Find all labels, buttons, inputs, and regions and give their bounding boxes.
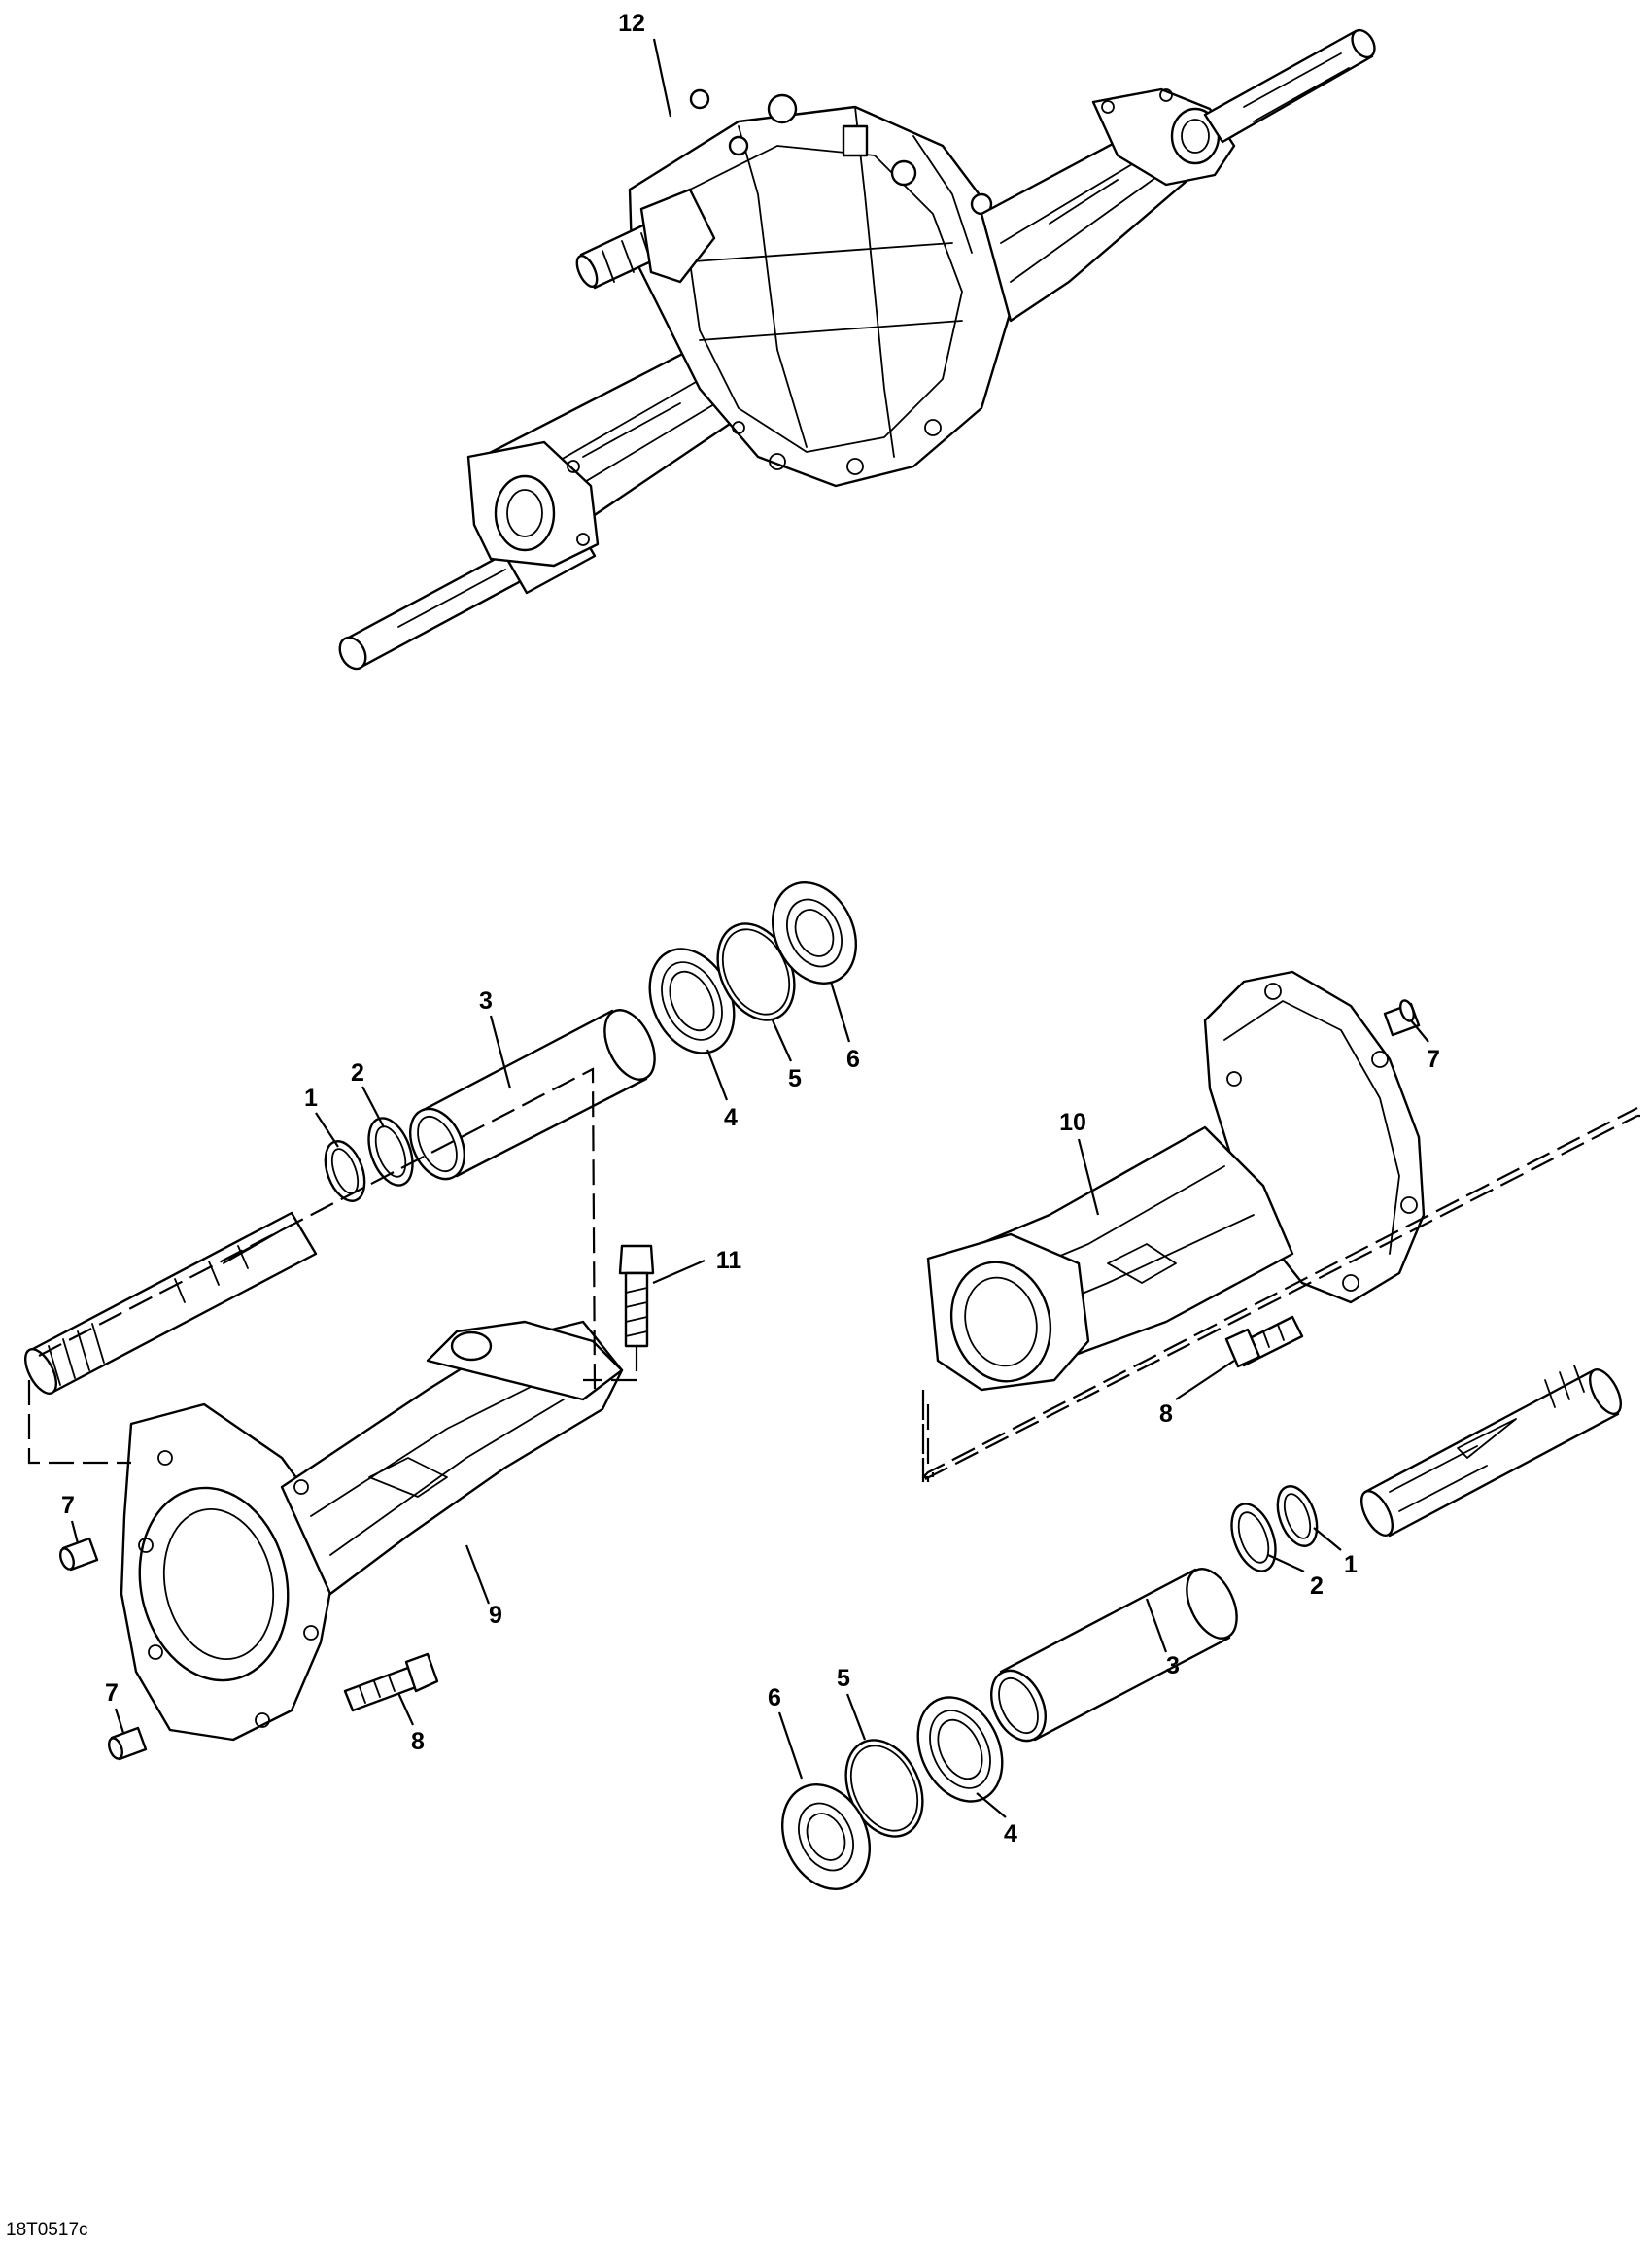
left-axle-housing — [120, 1320, 624, 1742]
right-axle-shaft — [1359, 1365, 1623, 1538]
callout-assembly-label: 12 — [618, 10, 645, 37]
callout-l11-label: 11 — [716, 1247, 742, 1274]
callout-r8-label: 8 — [1159, 1400, 1173, 1428]
left-housing-bolt — [618, 1244, 655, 1348]
right-dowel-pin — [1383, 999, 1421, 1037]
callout-l7b-leader — [114, 1708, 125, 1734]
right-flange-bolt — [1224, 1315, 1304, 1368]
callout-l2-label: 2 — [351, 1059, 364, 1087]
callout-r3-label: 3 — [1166, 1652, 1180, 1679]
left-dowel-pin-lower — [108, 1726, 148, 1761]
callout-l7b-label: 7 — [105, 1679, 119, 1707]
callout-r1-label: 1 — [1344, 1551, 1358, 1578]
callout-l5-leader — [771, 1019, 793, 1062]
callout-l3-leader — [489, 1015, 512, 1089]
callout-l1-label: 1 — [304, 1085, 318, 1112]
callout-l1-leader — [315, 1112, 339, 1148]
callout-r4-leader — [976, 1792, 1007, 1818]
callout-r5-label: 5 — [837, 1665, 850, 1692]
left-dowel-pin-upper — [59, 1537, 99, 1572]
callout-r7-leader — [1410, 1019, 1429, 1043]
callout-l2-leader — [361, 1086, 385, 1128]
callout-l8-leader — [396, 1692, 415, 1726]
right-oil-seal — [780, 1783, 872, 1890]
callout-assembly-leader — [652, 38, 672, 118]
callout-r10-leader — [1077, 1138, 1100, 1216]
right-assembly-path-tube — [926, 1404, 935, 1477]
figure-reference-code: 18T0517c — [6, 2220, 88, 2240]
right-axle-tube — [990, 1568, 1238, 1743]
callout-r10-label: 10 — [1059, 1109, 1086, 1136]
left-retaining-ring — [324, 1140, 366, 1202]
callout-r8-leader — [1175, 1360, 1235, 1400]
callout-r6-label: 6 — [768, 1684, 781, 1711]
callout-l9-leader — [465, 1544, 491, 1605]
left-flange-bolt — [343, 1652, 439, 1712]
callout-l6-label: 6 — [846, 1046, 860, 1073]
callout-l7a-leader — [70, 1520, 80, 1544]
right-bearing — [916, 1696, 1004, 1803]
callout-r2-leader — [1267, 1554, 1305, 1572]
callout-r7-label: 7 — [1427, 1046, 1440, 1073]
callout-r2-label: 2 — [1310, 1572, 1324, 1600]
right-spacer-ring — [1230, 1503, 1277, 1572]
right-axle-housing — [926, 970, 1426, 1392]
callout-l9-label: 9 — [489, 1602, 502, 1629]
right-retaining-ring — [1276, 1485, 1319, 1547]
left-axle-shaft — [23, 1211, 318, 1395]
callout-l5-label: 5 — [788, 1065, 802, 1092]
callout-l3-label: 3 — [479, 987, 493, 1015]
callout-r5-leader — [845, 1693, 867, 1741]
left-oil-seal — [771, 881, 858, 985]
callout-r1-leader — [1313, 1527, 1342, 1551]
callout-r4-label: 4 — [1004, 1820, 1017, 1848]
callout-l4-leader — [706, 1049, 729, 1101]
callout-r3-leader — [1145, 1598, 1168, 1653]
transmission-assembly — [338, 28, 1376, 671]
callout-l6-leader — [829, 981, 851, 1043]
left-axle-tube — [409, 1009, 656, 1181]
callout-l4-label: 4 — [724, 1104, 738, 1131]
left-assembly-path-shaft — [27, 1380, 131, 1465]
left-assembly-path-bolt — [583, 1346, 638, 1382]
callout-r6-leader — [777, 1711, 804, 1780]
callout-l8-label: 8 — [411, 1728, 425, 1755]
callout-l7a-label: 7 — [61, 1492, 75, 1519]
left-assembly-path-tube — [38, 1067, 597, 1391]
callout-l11-leader — [652, 1259, 706, 1285]
right-assembly-path-lower — [921, 1114, 1640, 1482]
